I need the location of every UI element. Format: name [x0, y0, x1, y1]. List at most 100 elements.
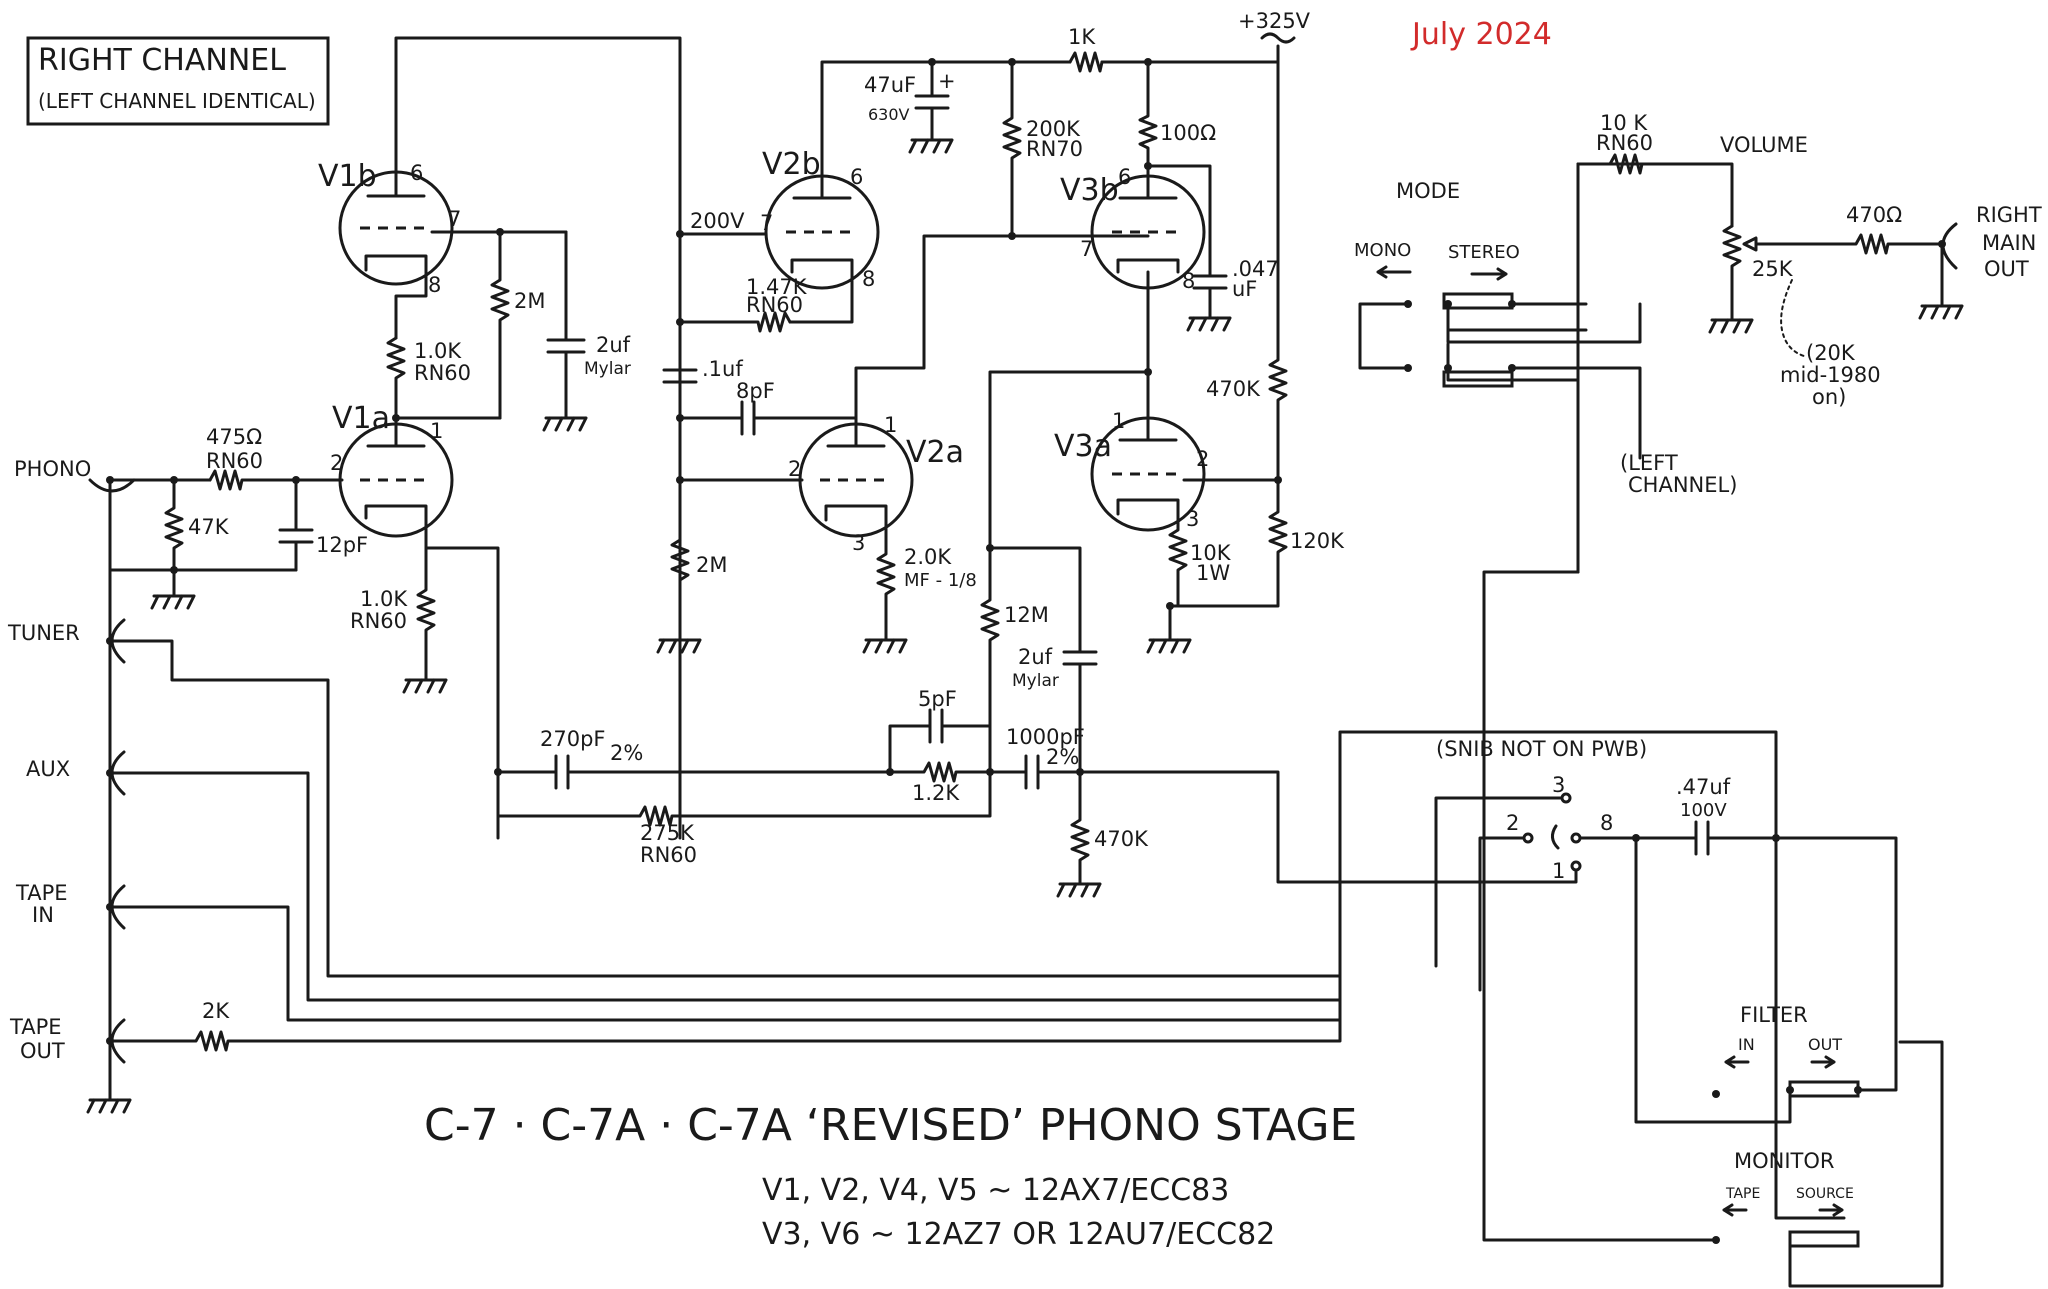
mode-label: MODE — [1396, 179, 1460, 203]
r-1k0-b-label: 1.0K — [360, 587, 408, 611]
r-2k-label: 2K — [202, 999, 230, 1023]
pot-25k-label: 25K — [1752, 257, 1794, 281]
title-block: RIGHT CHANNEL (LEFT CHANNEL IDENTICAL) — [26, 36, 330, 126]
svg-text:3: 3 — [1186, 507, 1199, 531]
phono-jack[interactable]: PHONO — [14, 457, 136, 493]
cap-12pf-label: 12pF — [316, 533, 368, 557]
cap-01uf-label: .1uf — [702, 357, 743, 381]
v2a-label: V2a — [906, 435, 964, 470]
r-10k-rn-type: RN60 — [1596, 131, 1653, 155]
right-main-label-3: OUT — [1984, 257, 2029, 281]
filter-out-label: OUT — [1808, 1035, 1842, 1054]
r-1k0-b-type: RN60 — [350, 609, 407, 633]
cap-270pf-label: 270pF — [540, 727, 606, 751]
svg-text:+: + — [938, 69, 956, 93]
r-2k0-type: MF - 1/8 — [904, 570, 977, 591]
svg-text:1: 1 — [884, 413, 897, 437]
r-47k-label: 47K — [188, 515, 230, 539]
title-line-2: (LEFT CHANNEL IDENTICAL) — [38, 89, 316, 113]
r-2m-b-label: 2M — [696, 553, 727, 577]
r-147k-type: RN60 — [746, 293, 803, 317]
svg-text:1: 1 — [1112, 409, 1125, 433]
svg-text:2: 2 — [788, 457, 801, 481]
r-12m-label: 12M — [1004, 603, 1049, 627]
svg-text:8: 8 — [862, 267, 875, 291]
cap-47uf: 47uF 630V + — [864, 60, 956, 154]
r-1k-label: 1K — [1068, 25, 1096, 49]
cap-047uf-b-voltage: 100V — [1680, 800, 1727, 821]
svg-text:1: 1 — [430, 419, 443, 443]
feedback-network: 12M 2uf Mylar — [980, 544, 1098, 774]
tuner-jack[interactable]: TUNER — [7, 618, 1342, 978]
tape-out-jack[interactable]: TAPE OUT 2K — [9, 730, 1846, 1220]
tape-in-label-1: TAPE — [15, 881, 68, 905]
snib-label: (SNIB NOT ON PWB) — [1436, 737, 1647, 761]
cap-2uf-type: Mylar — [584, 359, 631, 379]
cap-047-label: .047 — [1232, 257, 1279, 281]
right-main-label-1: RIGHT — [1976, 203, 2042, 227]
tube-v3b: V3b 6 7 8 — [988, 164, 1206, 550]
right-main-label-2: MAIN — [1982, 231, 2036, 255]
r-2k0-label: 2.0K — [904, 545, 952, 569]
volume-label: VOLUME — [1720, 133, 1808, 157]
r-475-type: RN60 — [206, 449, 263, 473]
tube-v2a: V2a 1 2 3 2.0K MF - 1/8 — [788, 234, 1150, 654]
sw-pos-8: 8 — [1600, 811, 1613, 835]
monitor-label: MONITOR — [1734, 1149, 1835, 1173]
cap-047-unit: uF — [1232, 277, 1257, 301]
left-channel-label-1: (LEFT — [1620, 451, 1678, 475]
cap-5pf-label: 5pF — [918, 687, 957, 711]
cap-047uf-100v: .47uf 100V — [1632, 775, 1792, 1124]
cap-047uf-b-label: .47uf — [1676, 775, 1731, 799]
r-275k-label: 275K — [640, 821, 695, 845]
tuner-label: TUNER — [7, 621, 80, 645]
tape-out-label-2: OUT — [20, 1039, 65, 1063]
r-10k1w-type: 1W — [1196, 561, 1230, 585]
volume-pot[interactable]: 25K — [1722, 224, 1794, 322]
cap-8pf-label: 8pF — [736, 379, 775, 403]
stereo-label: STEREO — [1448, 242, 1520, 263]
volume-section: 10 K RN60 VOLUME 25K 470Ω (20K mid-1980 … — [1576, 111, 1944, 574]
svg-text:2: 2 — [1196, 447, 1209, 471]
resistor-200k: 200K RN70 — [1002, 60, 1083, 238]
tube-v1b: V1b 6 7 8 — [318, 36, 682, 840]
monitor-switch[interactable]: MONITOR TAPE SOURCE — [1482, 162, 1944, 1288]
svg-text:3: 3 — [852, 531, 865, 555]
filter-switch[interactable]: FILTER IN OUT — [1712, 836, 1898, 1098]
filter-label: FILTER — [1740, 1003, 1808, 1027]
selector-switch[interactable]: (SNIB NOT ON PWB) 3 2 1 8 — [1338, 737, 1647, 992]
phono-input: 475Ω RN60 47K 12pF — [106, 425, 368, 610]
r-470k-a-label: 470K — [1206, 377, 1261, 401]
svg-text:6: 6 — [1118, 165, 1131, 189]
svg-text:8: 8 — [428, 273, 441, 297]
svg-text:2: 2 — [330, 451, 343, 475]
r-275k-type: RN60 — [640, 843, 697, 867]
tape-in-jack[interactable]: TAPE IN — [15, 881, 1342, 1022]
cap-01uf: .1uf 8pF — [662, 357, 858, 484]
r-10k-rn-label: 10 K — [1600, 111, 1648, 135]
aux-jack[interactable]: AUX — [26, 750, 1342, 1002]
r-1k0-a-label: 1.0K — [414, 339, 462, 363]
footer: C-7 · C-7A · C-7A ‘REVISED’ PHONO STAGE … — [424, 1100, 1357, 1252]
monitor-tape-label: TAPE — [1725, 1186, 1760, 1202]
resistor-1k0-b: 1.0K RN60 — [350, 546, 448, 694]
sw-pos-1: 1 — [1552, 859, 1565, 883]
v2b-label: V2b — [762, 147, 821, 182]
phono-label: PHONO — [14, 457, 91, 481]
r-147k-label: 1.47K — [746, 275, 808, 299]
r-475-label: 475Ω — [206, 425, 262, 449]
svg-text:8: 8 — [1182, 269, 1195, 293]
node-200v-label: 200V — [690, 209, 745, 233]
pot-note-1: (20K — [1806, 341, 1856, 365]
cap-47uf-label: 47uF — [864, 73, 916, 97]
cap-2uf-b-type: Mylar — [1012, 671, 1059, 691]
right-main-out-jack[interactable]: RIGHT MAIN OUT — [1918, 203, 2042, 320]
cap-2uf-mylar: 2uf Mylar — [542, 230, 631, 432]
tubes-line-1: V1, V2, V4, V5 ~ 12AX7/ECC83 — [762, 1173, 1229, 1208]
tube-v2b: V2b 6 7 8 200V 1.47K RN60 — [676, 60, 934, 333]
pot-note-3: on) — [1812, 385, 1846, 409]
resistor-470k-a: 470K — [1206, 328, 1288, 484]
mode-switch[interactable]: MODE MONO STEREO (LEFT CHANNEL) — [1354, 179, 1737, 574]
resistor-2m-b: 2M — [656, 538, 727, 654]
